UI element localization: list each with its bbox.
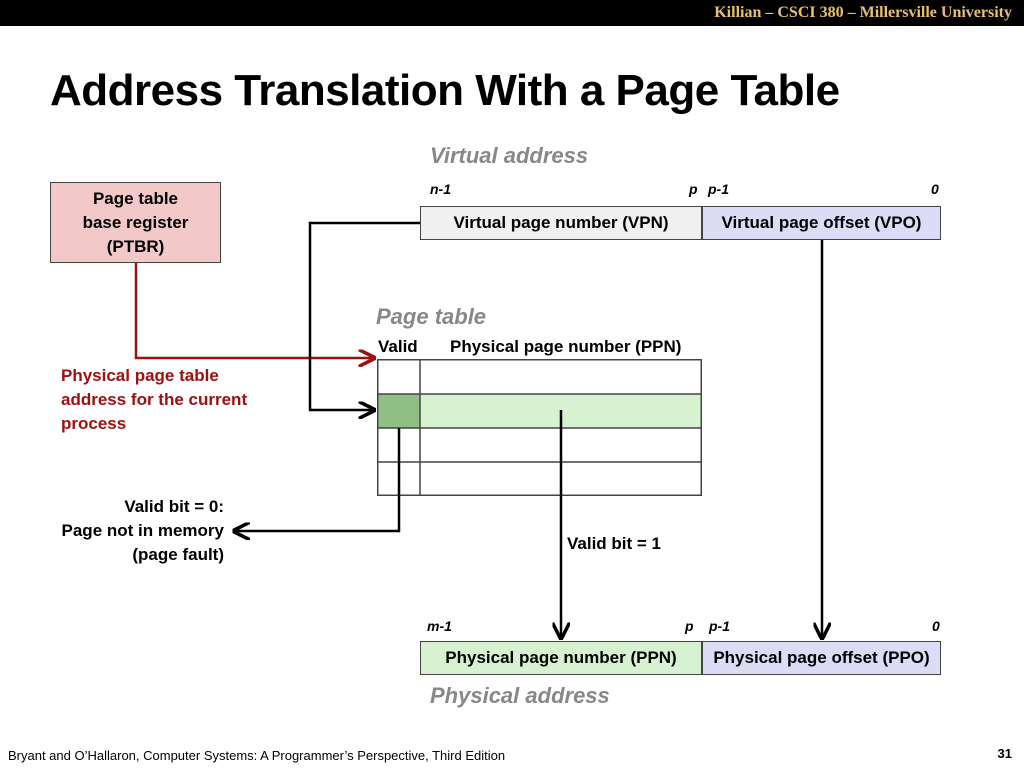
invalid-label-line3: (page fault): [132, 545, 224, 564]
vpn-field: Virtual page number (VPN): [420, 206, 702, 240]
pa-bit-0: 0: [932, 618, 940, 634]
va-bit-p1: p-1: [708, 181, 729, 197]
ppn-column-header: Physical page number (PPN): [450, 337, 682, 356]
course-header: Killian – CSCI 380 – Millersville Univer…: [714, 4, 1012, 21]
slide-title: Address Translation With a Page Table: [50, 66, 840, 115]
invalid-label-line2: Page not in memory: [61, 521, 224, 540]
pa-bit-p1: p-1: [709, 618, 730, 634]
virtual-address-heading: Virtual address: [430, 143, 589, 168]
citation: Bryant and O’Hallaron, Computer Systems:…: [8, 748, 506, 763]
va-bit-n1: n-1: [430, 181, 451, 197]
vpo-field: Virtual page offset (VPO): [702, 206, 941, 240]
invalid-label-line1: Valid bit = 0:: [124, 497, 224, 516]
ptaddr-label-line1: Physical page table: [61, 366, 219, 385]
pa-bit-p: p: [685, 618, 694, 634]
va-bit-p: p: [689, 181, 698, 197]
valid-bit-label: Valid bit = 1: [567, 534, 662, 553]
ptaddr-label-line2: address for the current: [61, 390, 248, 409]
pa-bit-m1: m-1: [427, 618, 452, 634]
page-table-heading: Page table: [376, 304, 487, 329]
page-number: 31: [997, 746, 1012, 761]
physical-address-heading: Physical address: [430, 683, 610, 708]
ptbr-line2: base register: [82, 212, 189, 232]
ppn-field: Physical page number (PPN): [420, 641, 702, 675]
page-fault-arrow: [234, 428, 401, 531]
valid-column-header: Valid: [378, 337, 418, 356]
pte-valid-cell: [378, 394, 420, 428]
top-bar: Killian – CSCI 380 – Millersville Univer…: [0, 0, 1024, 26]
ptbr-line1: Page table: [92, 188, 179, 208]
va-bit-0: 0: [931, 181, 939, 197]
ptbr-arrow: [134, 263, 374, 358]
ptaddr-label-line3: process: [61, 414, 127, 433]
ptbr-line3: (PTBR): [106, 236, 165, 256]
ppo-field: Physical page offset (PPO): [702, 641, 941, 675]
vpn-index-arrow: [308, 221, 420, 410]
ptbr-box: Page table base register (PTBR): [50, 182, 221, 263]
